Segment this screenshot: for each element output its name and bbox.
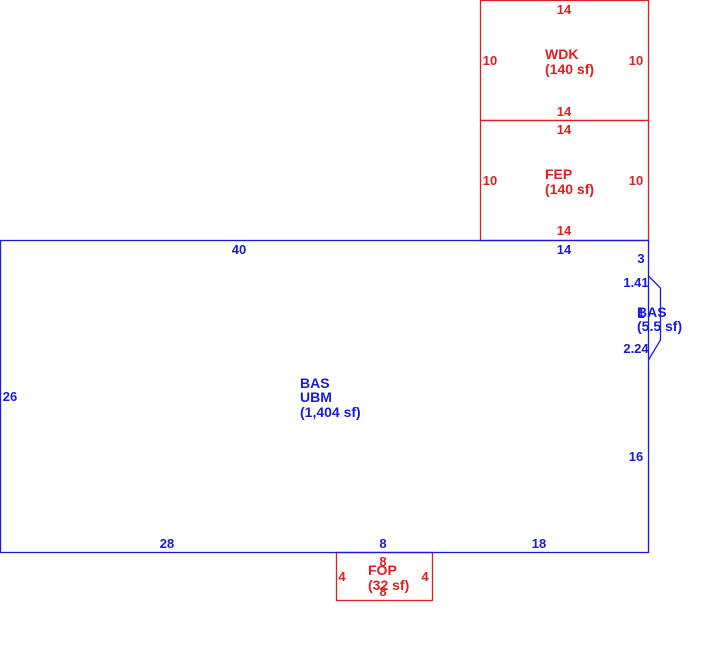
bas-dim-top-left: 40	[232, 242, 246, 257]
fop-area-size: (32 sf)	[368, 577, 409, 593]
bas-dim-right-bottom: 16	[629, 449, 643, 464]
bas-dim-bottom-mid: 8	[379, 536, 386, 551]
wdk-dim-right: 10	[629, 53, 643, 68]
bas-bay-code: BAS	[637, 304, 667, 320]
fep-dim-bottom: 14	[557, 223, 572, 238]
fep-code: FEP	[545, 166, 572, 182]
bas-main-area-size: (1,404 sf)	[300, 404, 361, 420]
fep-area: 14 10 10 14 FEP (140 sf)	[479, 119, 650, 242]
bas-bay-area: 1.41 1 2.24 BAS (5.5 sf)	[623, 275, 682, 361]
bas-bay-outline	[647, 275, 662, 361]
bas-dim-left: 26	[3, 389, 17, 404]
bas-main-code: BAS	[300, 375, 330, 391]
fop-dim-bottom: 8	[379, 584, 386, 599]
wdk-area: 14 10 10 14 WDK (140 sf)	[479, 0, 650, 122]
fop-dim-left: 4	[338, 569, 346, 584]
fep-dim-top: 14	[557, 122, 572, 137]
bas-bay-dim-lower: 2.24	[623, 341, 649, 356]
wdk-dim-left: 10	[483, 53, 497, 68]
fop-area: 8 4 4 8 FOP (32 sf)	[335, 551, 434, 602]
fop-dim-right: 4	[421, 569, 429, 584]
bas-bay-dim-mid: 1	[637, 306, 644, 321]
wdk-dim-top: 14	[557, 2, 572, 17]
bas-dim-bottom-left: 28	[160, 536, 174, 551]
bas-dim-top-right: 14	[557, 242, 572, 257]
wdk-dim-bottom: 14	[557, 104, 572, 119]
fep-dim-right: 10	[629, 173, 643, 188]
fep-dim-left: 10	[483, 173, 497, 188]
fop-code: FOP	[368, 562, 397, 578]
wdk-area-size: (140 sf)	[545, 61, 594, 77]
fop-dim-top: 8	[379, 554, 386, 569]
bas-main-area: 40 14 26 3 16 28 8 18 BAS UBM (1,404 sf)	[0, 239, 650, 554]
bas-main-subcode: UBM	[300, 389, 332, 405]
bas-main-outline	[0, 239, 650, 554]
wdk-code: WDK	[545, 46, 578, 62]
bas-dim-bottom-right: 18	[532, 536, 546, 551]
fep-area-size: (140 sf)	[545, 181, 594, 197]
bas-bay-dim-upper: 1.41	[623, 275, 648, 290]
bas-dim-right-top: 3	[637, 251, 644, 266]
bas-bay-area-size: (5.5 sf)	[637, 318, 682, 334]
